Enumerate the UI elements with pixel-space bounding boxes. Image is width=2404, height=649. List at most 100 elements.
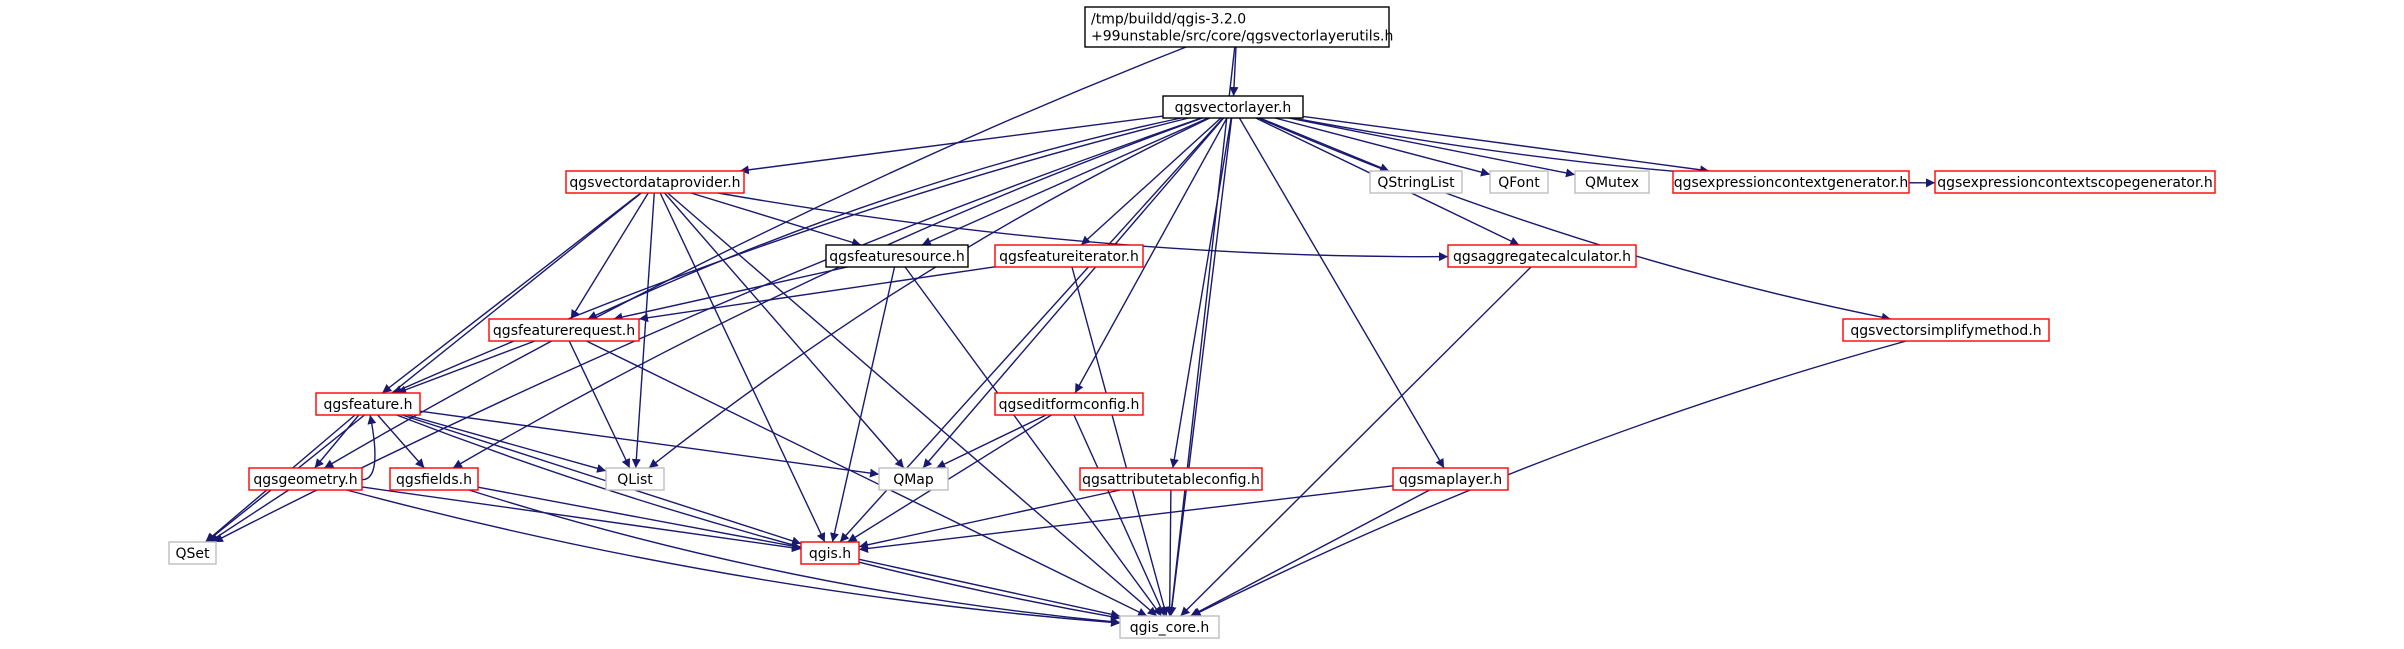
node-qstringlist[interactable]: QStringList	[1369, 170, 1463, 194]
node-qgsvectordataprovider[interactable]: qgsvectordataprovider.h	[565, 170, 745, 194]
edge-qgsvectorlayer-to-qgsvectordataprovider	[739, 115, 1164, 175]
node-qgsvectorsimplifymethod[interactable]: qgsvectorsimplifymethod.h	[1842, 318, 2050, 342]
edge-root-to-qgis_core	[1167, 46, 1236, 617]
node-box	[1574, 170, 1650, 194]
edge-qgsgeometry-to-qgis_core	[346, 489, 1121, 627]
edge-qgsvectordataprovider-to-qgsaggregatecalculator	[717, 192, 1449, 262]
node-qmutex[interactable]: QMutex	[1574, 170, 1650, 194]
edge-qgsvectordataprovider-to-qgis_core	[667, 192, 1158, 617]
node-label: +99unstable/src/core/qgsvectorlayerutils…	[1091, 29, 1393, 45]
node-qgis_core[interactable]: qgis_core.h	[1119, 615, 1220, 639]
edge-qgsfeature-to-qlist	[406, 414, 607, 473]
node-qgsfeaturerequest[interactable]: qgsfeaturerequest.h	[488, 318, 640, 342]
node-label: QStringList	[1377, 175, 1455, 191]
node-box	[1119, 615, 1220, 639]
node-label: QMap	[893, 472, 934, 488]
node-qgsvectorlayer[interactable]: qgsvectorlayer.h	[1162, 95, 1304, 119]
node-box	[488, 318, 640, 342]
node-label: qgsexpressioncontextscopegenerator.h	[1937, 175, 2213, 191]
edge-qgsvectordataprovider-to-qgsfeaturesource	[690, 192, 862, 247]
edge-qgsvectordataprovider-to-qgsfeaturerequest	[570, 192, 649, 320]
edge-qgsvectorlayer-to-qmutex	[1288, 117, 1576, 178]
edge-qgsvectordataprovider-to-qlist	[631, 192, 655, 469]
edge-qgsvectorlayer-to-qgsfeature	[392, 117, 1189, 394]
node-qgis[interactable]: qgis.h	[800, 541, 860, 565]
node-qgsfeature[interactable]: qgsfeature.h	[315, 392, 421, 416]
node-qmap[interactable]: QMap	[878, 467, 949, 491]
node-label: qgis.h	[809, 546, 851, 562]
node-box	[1489, 170, 1549, 194]
edge-qgsattributetableconfig-to-qgis_core	[1165, 489, 1175, 617]
edge-qgsgeometry-to-qgis	[361, 486, 802, 553]
edge-qgsfeaturesource-to-qgis	[830, 266, 896, 543]
edge-qgsvectorlayer-to-qmap	[922, 117, 1225, 469]
edge-qgsvectorlayer-to-qgsexpressioncontextgenerator	[1302, 115, 1710, 175]
node-qgsfeaturesource[interactable]: qgsfeaturesource.h	[825, 244, 969, 268]
node-box	[800, 541, 860, 565]
node-qgsfields[interactable]: qgsfields.h	[389, 467, 479, 491]
node-box	[315, 392, 421, 416]
node-label: qgsfields.h	[396, 472, 472, 488]
node-box	[248, 467, 363, 491]
edge-qgsfeature-to-qgsgeometry	[314, 414, 360, 469]
edge-qgsvectordataprovider-to-qset	[205, 192, 642, 543]
edge-root-to-qgsvectorlayer	[1229, 46, 1239, 97]
edge-qgsvectorlayer-to-qgsattributetableconfig	[1169, 117, 1232, 469]
edge-qgsvectordataprovider-to-qmap	[664, 192, 905, 469]
edge-qgsvectorlayer-to-qgsvectorsimplifymethod	[1258, 117, 1891, 322]
edge-qgsfeatureiterator-to-qgis_core	[1071, 266, 1169, 617]
edge-qgseditformconfig-to-qmap	[936, 414, 1047, 469]
edge-qgsvectorlayer-to-qstringlist	[1259, 117, 1390, 172]
edge-qgseditformconfig-to-qgis	[847, 414, 1052, 543]
edge-qgsmaplayer-to-qgis	[858, 485, 1394, 553]
edge-qgsfeaturesource-to-qgis_core	[904, 266, 1162, 617]
node-root[interactable]: /tmp/buildd/qgis-3.2.0+99unstable/src/co…	[1084, 6, 1393, 48]
node-qgsexpressioncontextgenerator[interactable]: qgsexpressioncontextgenerator.h	[1672, 170, 1910, 194]
edge-qgsfeaturerequest-to-qgsfeature	[396, 340, 536, 395]
node-box	[878, 467, 949, 491]
node-box	[1162, 95, 1304, 119]
edge-qgsvectorlayer-to-qgsfeaturerequest	[587, 117, 1182, 320]
edge-qgsvectorsimplifymethod-to-qgis_core	[1191, 340, 1907, 617]
edge-qgsfeaturesource-to-qgsfeaturerequest	[613, 266, 848, 322]
node-label: qgsfeaturerequest.h	[493, 323, 635, 339]
node-box	[1934, 170, 2216, 194]
node-qgsattributetableconfig[interactable]: qgsattributetableconfig.h	[1079, 467, 1263, 491]
node-label: QFont	[1498, 175, 1540, 191]
edge-qgsvectorlayer-to-qgsfeatureiterator	[1080, 117, 1222, 246]
node-label: qgsfeaturesource.h	[829, 249, 964, 265]
node-qfont[interactable]: QFont	[1489, 170, 1549, 194]
node-qgsfeatureiterator[interactable]: qgsfeatureiterator.h	[994, 244, 1144, 268]
node-qgsmaplayer[interactable]: qgsmaplayer.h	[1392, 467, 1509, 491]
node-label: qgsmaplayer.h	[1399, 472, 1502, 488]
node-box	[605, 467, 665, 491]
node-label: QList	[617, 472, 653, 488]
node-label: qgsgeometry.h	[253, 472, 357, 488]
node-qset[interactable]: QSet	[168, 541, 217, 565]
edge-qgsgeometry-to-qset	[208, 489, 290, 543]
edge-qgsvectordataprovider-to-qgsfeature	[381, 192, 642, 394]
node-qlist[interactable]: QList	[605, 467, 665, 491]
node-box	[825, 244, 969, 268]
nodes-layer: /tmp/buildd/qgis-3.2.0+99unstable/src/co…	[168, 6, 2216, 639]
edge-qgsfeature-to-qgsfields	[377, 414, 425, 469]
node-box	[1084, 6, 1390, 48]
edge-qgsvectorlayer-to-qgsfields	[452, 117, 1203, 469]
node-qgsexpressioncontextscopegenerator[interactable]: qgsexpressioncontextscopegenerator.h	[1934, 170, 2216, 194]
node-box	[994, 392, 1144, 416]
edge-qgsvectordataprovider-to-qgis	[659, 192, 826, 543]
edge-root-to-qgsgeometry	[323, 46, 1187, 469]
edge-qgsfeaturerequest-to-qlist	[568, 340, 631, 469]
node-label: qgsvectorlayer.h	[1175, 100, 1292, 116]
edge-qgsgeometry-to-qgsfeature	[361, 414, 377, 481]
edge-qgsfeaturerequest-to-qgis_core	[586, 340, 1148, 617]
node-box	[1842, 318, 2050, 342]
node-qgseditformconfig[interactable]: qgseditformconfig.h	[994, 392, 1144, 416]
node-qgsaggregatecalculator[interactable]: qgsaggregatecalculator.h	[1447, 244, 1637, 268]
node-box	[168, 541, 217, 565]
edge-qgsfeature-to-qmap	[419, 410, 880, 478]
node-box	[389, 467, 479, 491]
node-qgsgeometry[interactable]: qgsgeometry.h	[248, 467, 363, 491]
node-label: QSet	[175, 546, 210, 562]
